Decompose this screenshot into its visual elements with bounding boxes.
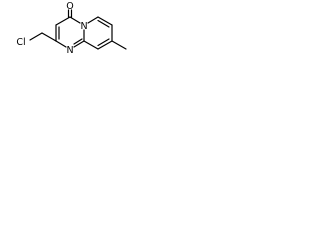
- bond-c6-c7: [97, 16, 113, 26]
- molecule-structure: O N N Cl: [16, 1, 127, 56]
- bond-n1-c9a-double: [73, 38, 83, 45]
- bond-c9-c9a: [83, 40, 99, 50]
- bond-n5-c6: [87, 16, 99, 24]
- bond-ch2-cl: [29, 32, 43, 41]
- bond-c4-c3: [55, 16, 71, 26]
- bond-c8-c9: [97, 40, 113, 50]
- bond-n5-c4: [69, 16, 81, 24]
- bond-n1-c9a: [73, 40, 85, 48]
- bond-c8-c9-double: [97, 38, 110, 47]
- atom-label-nitrogen-bridge: N: [80, 21, 87, 32]
- atom-label-nitrogen-ring: N: [66, 45, 73, 56]
- bond-c2-n1: [55, 40, 67, 48]
- bond-c2-ch2: [41, 32, 57, 42]
- atom-label-oxygen: O: [66, 1, 73, 12]
- atom-label-chlorine: Cl: [16, 37, 25, 48]
- bond-c8-methyl: [111, 40, 127, 50]
- bond-c6-c7-double: [97, 19, 110, 28]
